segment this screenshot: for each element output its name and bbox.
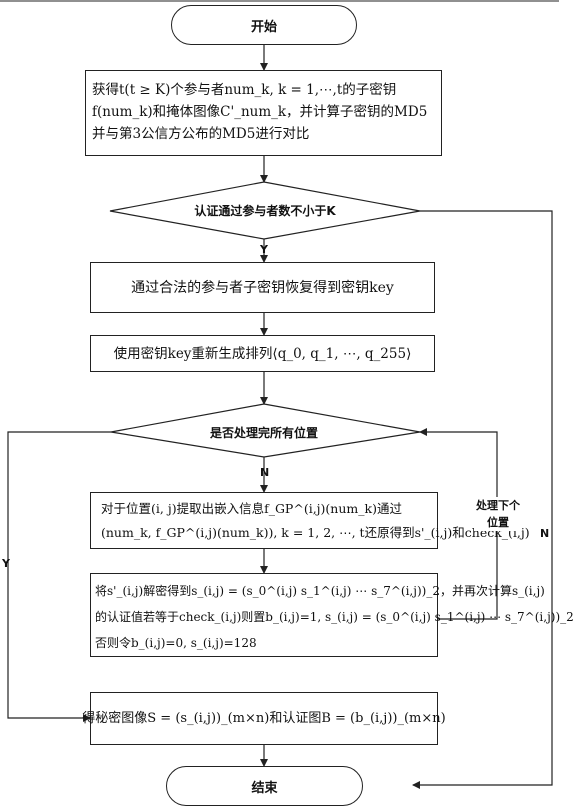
edge-decision2-yes [7, 431, 111, 722]
decision2-no-label: N [260, 466, 270, 479]
step6-box: 得秘密图像S = (s_(i,j))_(m×n)和认证图B = (b_(i,j)… [82, 692, 446, 745]
decision1-shape [109, 181, 421, 240]
step3-label: 使用密钥key重新生成排列⟨q_0, q_1, ⋯, q_255⟩ [113, 345, 412, 362]
flowchart-connectors [0, 0, 559, 789]
step1-line3: 并与第3公信方公布的MD5进行对比 [92, 126, 310, 142]
end-node: 结束 [166, 766, 363, 806]
step4-line1: 对于位置(i, j)提取出嵌入信息f_GP^(i,j)(num_k)通过 [101, 501, 402, 516]
end-label: 结束 [251, 780, 278, 796]
step3-box: 使用密钥key重新生成排列⟨q_0, q_1, ⋯, q_255⟩ [90, 335, 435, 372]
step4-line2: (num_k, f_GP^(i,j)(num_k)), k = 1, 2, ⋯,… [101, 525, 530, 540]
step1-line2: f(num_k)和掩体图像C'_num_k，并计算子密钥的MD5 [92, 104, 428, 120]
step5-line2: 的认证值若等于check_(i,j)则置b_(i,j)=1, s_(i,j) =… [95, 610, 574, 624]
step2-label: 通过合法的参与者子密钥恢复得到密钥key [131, 279, 394, 296]
step2-box: 通过合法的参与者子密钥恢复得到密钥key [90, 262, 435, 313]
start-node: 开始 [171, 5, 357, 45]
decision2-yes-label: Y [2, 557, 10, 570]
step4-box: 对于位置(i, j)提取出嵌入信息f_GP^(i,j)(num_k)通过 (nu… [90, 492, 530, 549]
decision1-label: 认证通过参与者数不小于K [194, 204, 336, 218]
loop-label: 处理下个位置 [474, 497, 522, 531]
step5-line3: 否则令b_(i,j)=0, s_(i,j)=128 [95, 636, 257, 650]
decision1-yes-label: Y [260, 243, 268, 256]
step6-label: 得秘密图像S = (s_(i,j))_(m×n)和认证图B = (b_(i,j)… [82, 710, 446, 726]
step5-box: 将s'_(i,j)解密得到s_(i,j) = (s_0^(i,j) s_1^(i… [90, 573, 574, 657]
step1-line1: 获得t(t ≥ K)个参与者num_k, k = 1,⋯,t的子密钥 [92, 82, 397, 98]
decision2-label: 是否处理完所有位置 [209, 426, 318, 440]
step5-line1: 将s'_(i,j)解密得到s_(i,j) = (s_0^(i,j) s_1^(i… [95, 584, 545, 598]
start-label: 开始 [250, 19, 277, 35]
decision2-shape [110, 403, 421, 458]
edge-decision1-no [412, 210, 553, 789]
decision1-no-label: N [540, 527, 550, 540]
step1-box: 获得t(t ≥ K)个参与者num_k, k = 1,⋯,t的子密钥 f(num… [85, 70, 442, 156]
